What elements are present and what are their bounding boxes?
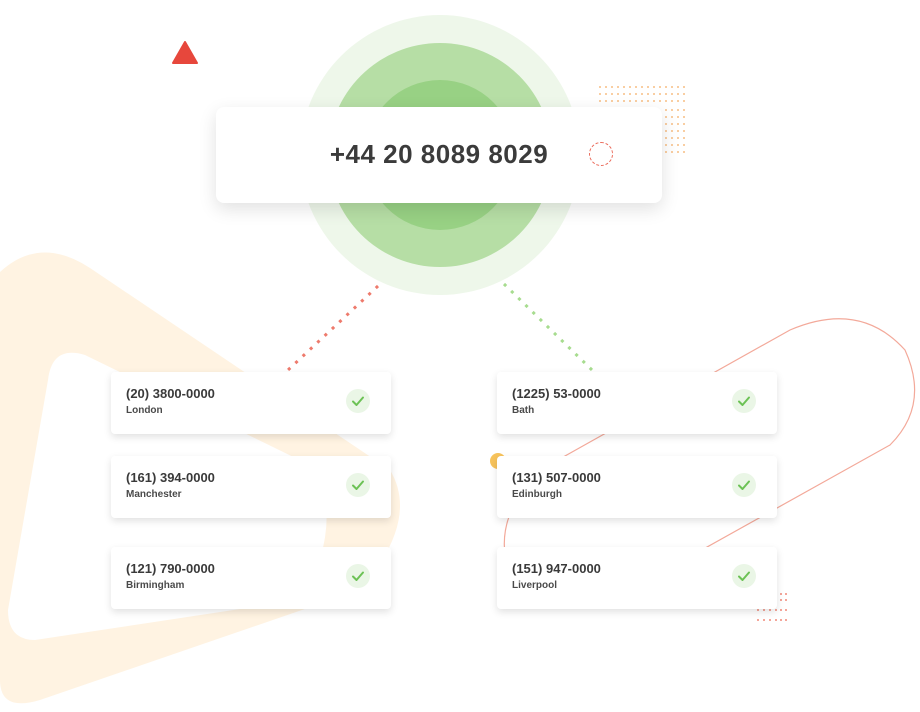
connector-line-left xyxy=(286,284,380,372)
check-icon xyxy=(732,389,756,413)
number-card-birmingham[interactable]: (121) 790-0000 Birmingham xyxy=(111,547,391,609)
check-icon xyxy=(346,564,370,588)
number-text: (151) 947-0000 xyxy=(512,561,601,576)
number-text: (131) 507-0000 xyxy=(512,470,601,485)
loading-spinner-icon xyxy=(589,142,613,166)
number-text: (161) 394-0000 xyxy=(126,470,215,485)
check-icon xyxy=(346,473,370,497)
number-card-manchester[interactable]: (161) 394-0000 Manchester xyxy=(111,456,391,518)
salmon-dot-grid xyxy=(757,593,787,621)
number-text: (20) 3800-0000 xyxy=(126,386,215,401)
city-label: Bath xyxy=(512,405,535,416)
city-label: Birmingham xyxy=(126,580,185,591)
check-icon xyxy=(346,389,370,413)
city-label: Manchester xyxy=(126,489,182,500)
number-card-edinburgh[interactable]: (131) 507-0000 Edinburgh xyxy=(497,456,777,518)
main-phone-card: +44 20 8089 8029 xyxy=(216,107,662,203)
red-triangle-icon xyxy=(172,41,198,64)
check-icon xyxy=(732,473,756,497)
connector-line-right xyxy=(502,282,594,372)
city-label: London xyxy=(126,405,163,416)
main-phone-number: +44 20 8089 8029 xyxy=(329,139,549,169)
number-card-london[interactable]: (20) 3800-0000 London xyxy=(111,372,391,434)
number-card-bath[interactable]: (1225) 53-0000 Bath xyxy=(497,372,777,434)
number-text: (1225) 53-0000 xyxy=(512,386,601,401)
orange-dot-grid xyxy=(599,86,685,153)
city-label: Edinburgh xyxy=(512,489,562,500)
check-icon xyxy=(732,564,756,588)
number-card-liverpool[interactable]: (151) 947-0000 Liverpool xyxy=(497,547,777,609)
city-label: Liverpool xyxy=(512,580,558,591)
number-text: (121) 790-0000 xyxy=(126,561,215,576)
